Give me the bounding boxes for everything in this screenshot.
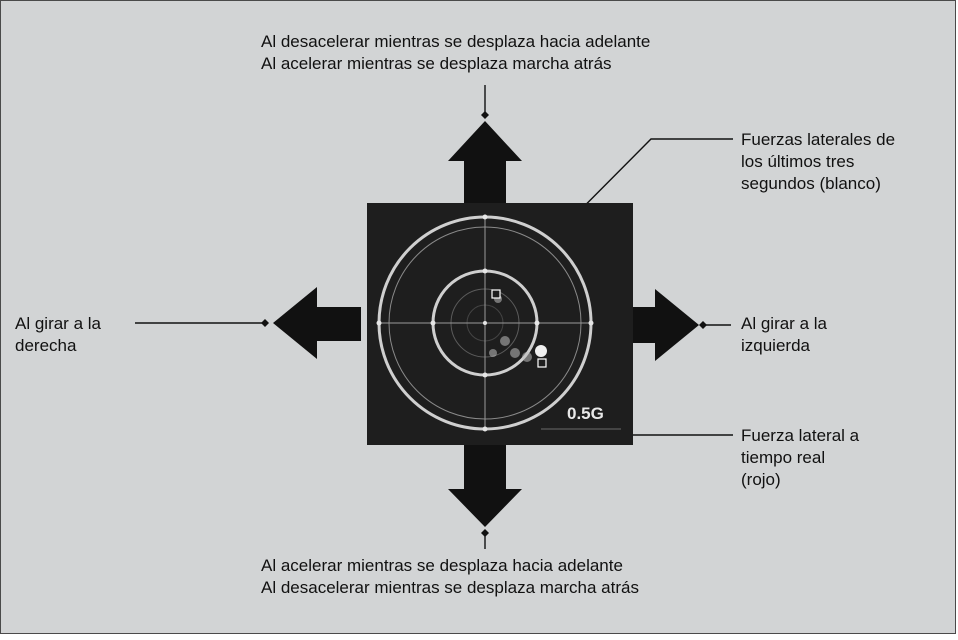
top-label: Al desacelerar mientras se desplaza haci… [261,31,650,75]
leader-dots [261,111,707,537]
left-label-line2: derecha [15,336,77,355]
gauge-panel [367,203,633,445]
white-force-label-line2: los últimos tres [741,152,855,171]
right-label-line2: izquierda [741,336,810,355]
left-label-line1: Al girar a la [15,314,101,333]
bottom-label: Al acelerar mientras se desplaza hacia a… [261,555,639,599]
red-force-label-line2: tiempo real [741,448,826,467]
arrow-up [448,121,522,203]
right-label: Al girar a la izquierda [741,313,827,357]
top-label-line1: Al desacelerar mientras se desplaza haci… [261,32,651,51]
right-leader-dot [699,321,707,329]
arrow-left [273,287,361,359]
right-label-line1: Al girar a la [741,314,827,333]
axis-tick-dots [376,214,594,432]
red-force-marker [537,358,547,368]
scale-label: 0.5G [567,404,604,423]
red-force-label: Fuerza lateral a tiempo real (rojo) [741,425,859,491]
bottom-label-line1: Al acelerar mientras se desplaza hacia a… [261,556,623,575]
white-force-marker [491,289,501,299]
white-force-label-line1: Fuerzas laterales de [741,130,896,149]
bottom-leader-dot [481,529,489,537]
bottom-label-line2: Al desacelerar mientras se desplaza marc… [261,578,639,597]
arrows [273,121,699,527]
red-force-label-line1: Fuerza lateral a [741,426,860,445]
left-leader-dot [261,319,269,327]
force-realtime-dot [535,345,547,357]
top-leader-dot [481,111,489,119]
white-force-label: Fuerzas laterales de los últimos tres se… [741,129,895,195]
arrow-down [448,445,522,527]
g-force-gauge: 0.5G [376,214,621,432]
white-force-label-line3: segundos (blanco) [741,174,881,193]
left-label: Al girar a la derecha [15,313,101,357]
top-label-line2: Al acelerar mientras se desplaza marcha … [261,54,612,73]
red-force-label-line3: (rojo) [741,470,781,489]
